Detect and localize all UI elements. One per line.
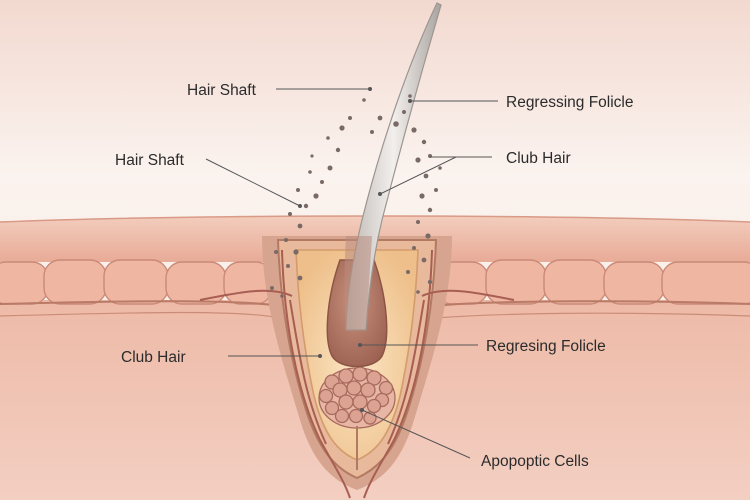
- label-club-hair-left: Club Hair: [121, 349, 186, 366]
- label-hair-shaft-left: Hair Shaft: [115, 152, 185, 169]
- label-apoptotic-cells: Apopoptic Cells: [481, 453, 589, 470]
- blood-vessels: [199, 249, 515, 499]
- apoptotic-cell-cluster: [318, 366, 396, 429]
- cell-debris: [270, 94, 442, 298]
- cell-layer-left: [0, 259, 273, 305]
- label-club-hair-right: Club Hair: [506, 150, 571, 167]
- label-regressing-follicle-top: Regressing Folicle: [506, 94, 634, 111]
- cell-layer-right: [435, 259, 750, 305]
- label-hair-shaft-top: Hair Shaft: [187, 82, 257, 99]
- leader-lines: [205, 88, 498, 459]
- leader-dots: [298, 87, 412, 412]
- label-regressing-follicle-mid: Regresing Folicle: [486, 338, 606, 355]
